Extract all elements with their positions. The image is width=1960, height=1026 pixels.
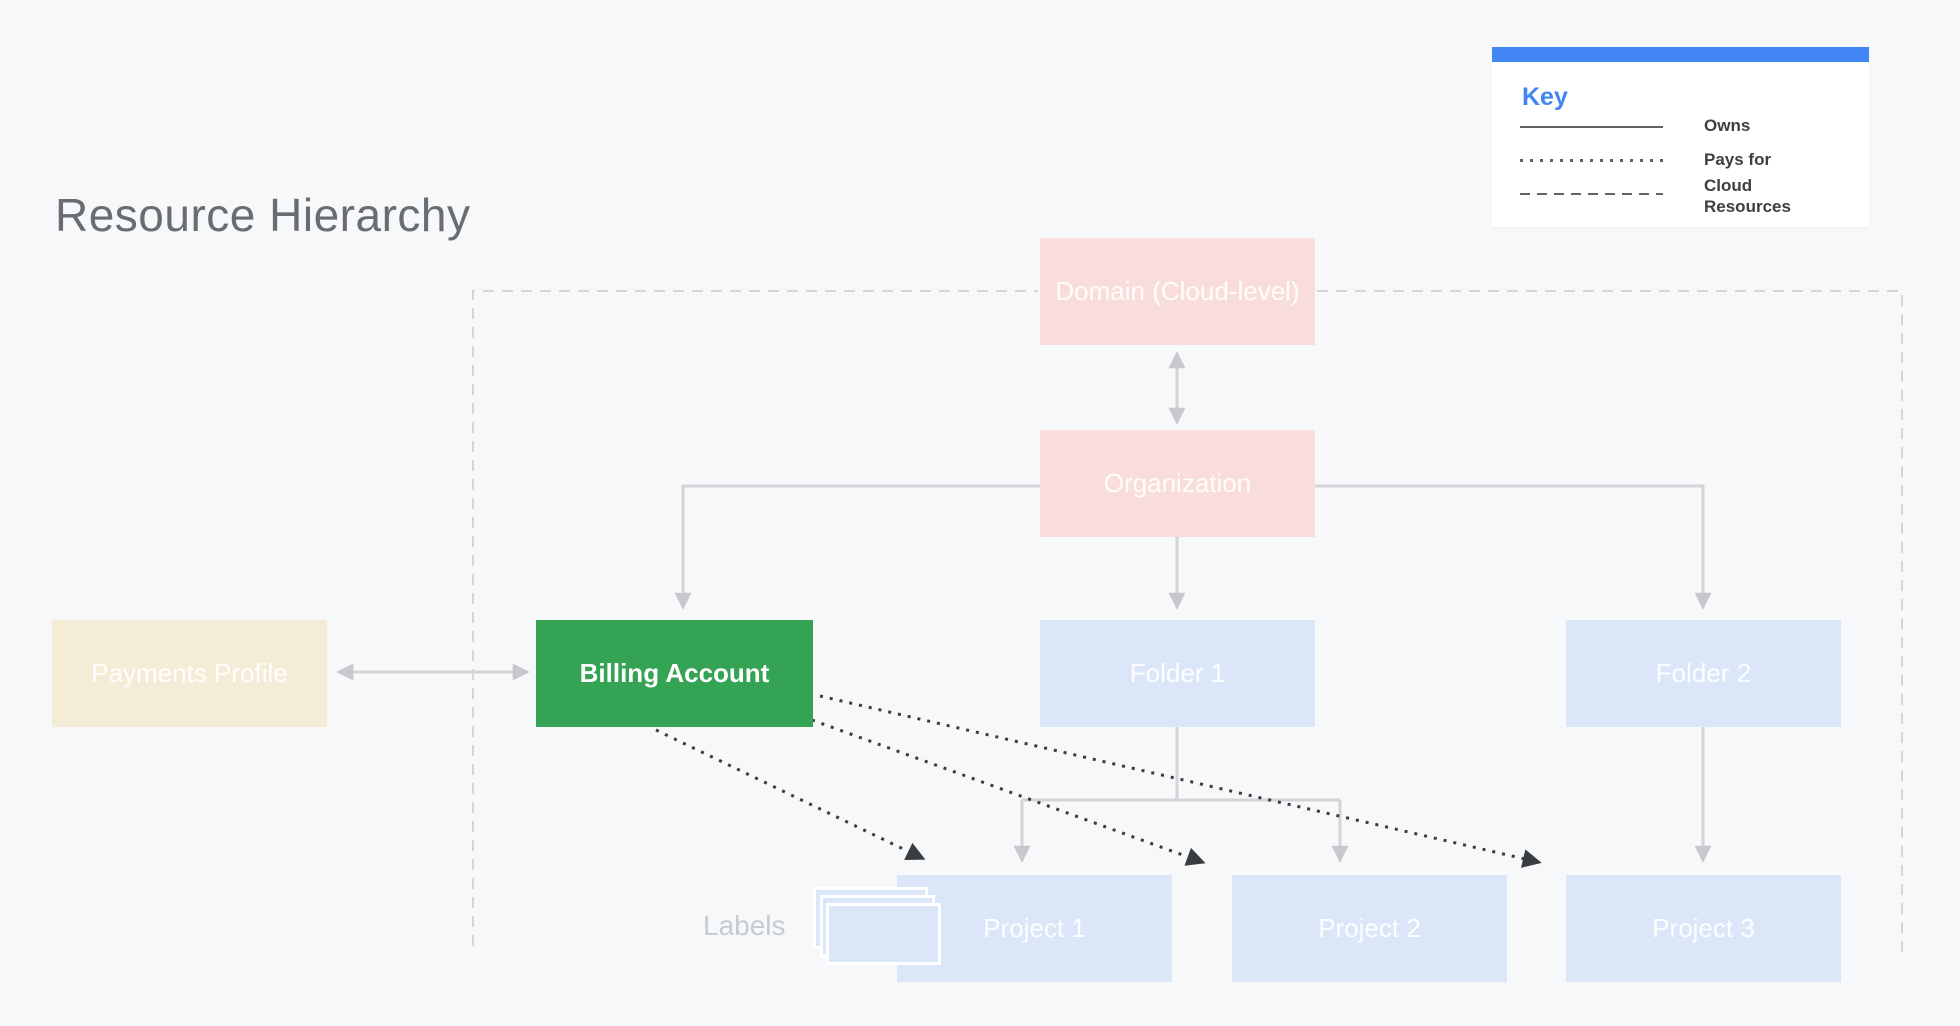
node-organization-label: Organization (1103, 468, 1252, 498)
labels-stack-icon (813, 887, 945, 969)
node-project3-label: Project 3 (1652, 913, 1755, 943)
node-payments-profile-label: Payments Profile (91, 658, 288, 688)
node-folder2: Folder 2 (1566, 620, 1841, 727)
node-organization: Organization (1040, 430, 1315, 537)
legend-accent-bar (1492, 47, 1869, 62)
node-project2: Project 2 (1232, 875, 1507, 982)
node-domain: Domain (Cloud-level) (1040, 238, 1315, 345)
legend-label-owns: Owns (1704, 116, 1751, 135)
node-domain-label: Domain (Cloud-level) (1055, 276, 1300, 306)
pays-for-connector-billing-project2 (811, 718, 1206, 866)
node-project3: Project 3 (1566, 875, 1841, 982)
node-billing-account: Billing Account (536, 620, 813, 727)
node-folder2-label: Folder 2 (1655, 658, 1752, 688)
pays-for-line-sample (1520, 159, 1663, 162)
legend-body: Key Owns Pays for Cloud Resources (1492, 62, 1869, 227)
node-payments-profile: Payments Profile (52, 620, 327, 727)
label-card-front (826, 903, 941, 965)
legend-heading: Key (1522, 83, 1568, 111)
owns-connector-folder1-branch (1022, 727, 1340, 802)
legend-key-box: Key Owns Pays for Cloud Resources (1492, 47, 1869, 227)
node-billing-account-label: Billing Account (579, 658, 770, 688)
owns-line-sample (1520, 126, 1663, 128)
cloud-resources-boundary-left (472, 290, 1038, 946)
legend-label-pays-for: Pays for (1704, 150, 1772, 169)
owns-connector-organization-folder2 (1315, 484, 1712, 610)
node-folder1-label: Folder 1 (1129, 658, 1226, 688)
page-title: Resource Hierarchy (55, 189, 471, 241)
pays-for-connector-billing-project1 (655, 728, 926, 860)
cloud-resources-line-sample (1520, 193, 1663, 195)
node-folder1: Folder 1 (1040, 620, 1315, 727)
labels-caption: Labels (703, 910, 786, 941)
owns-connector-organization-billing-account (674, 484, 1040, 610)
node-project1-label: Project 1 (983, 913, 1086, 943)
legend-label-cloud-resources: Cloud Resources (1704, 176, 1791, 217)
node-project2-label: Project 2 (1318, 913, 1421, 943)
